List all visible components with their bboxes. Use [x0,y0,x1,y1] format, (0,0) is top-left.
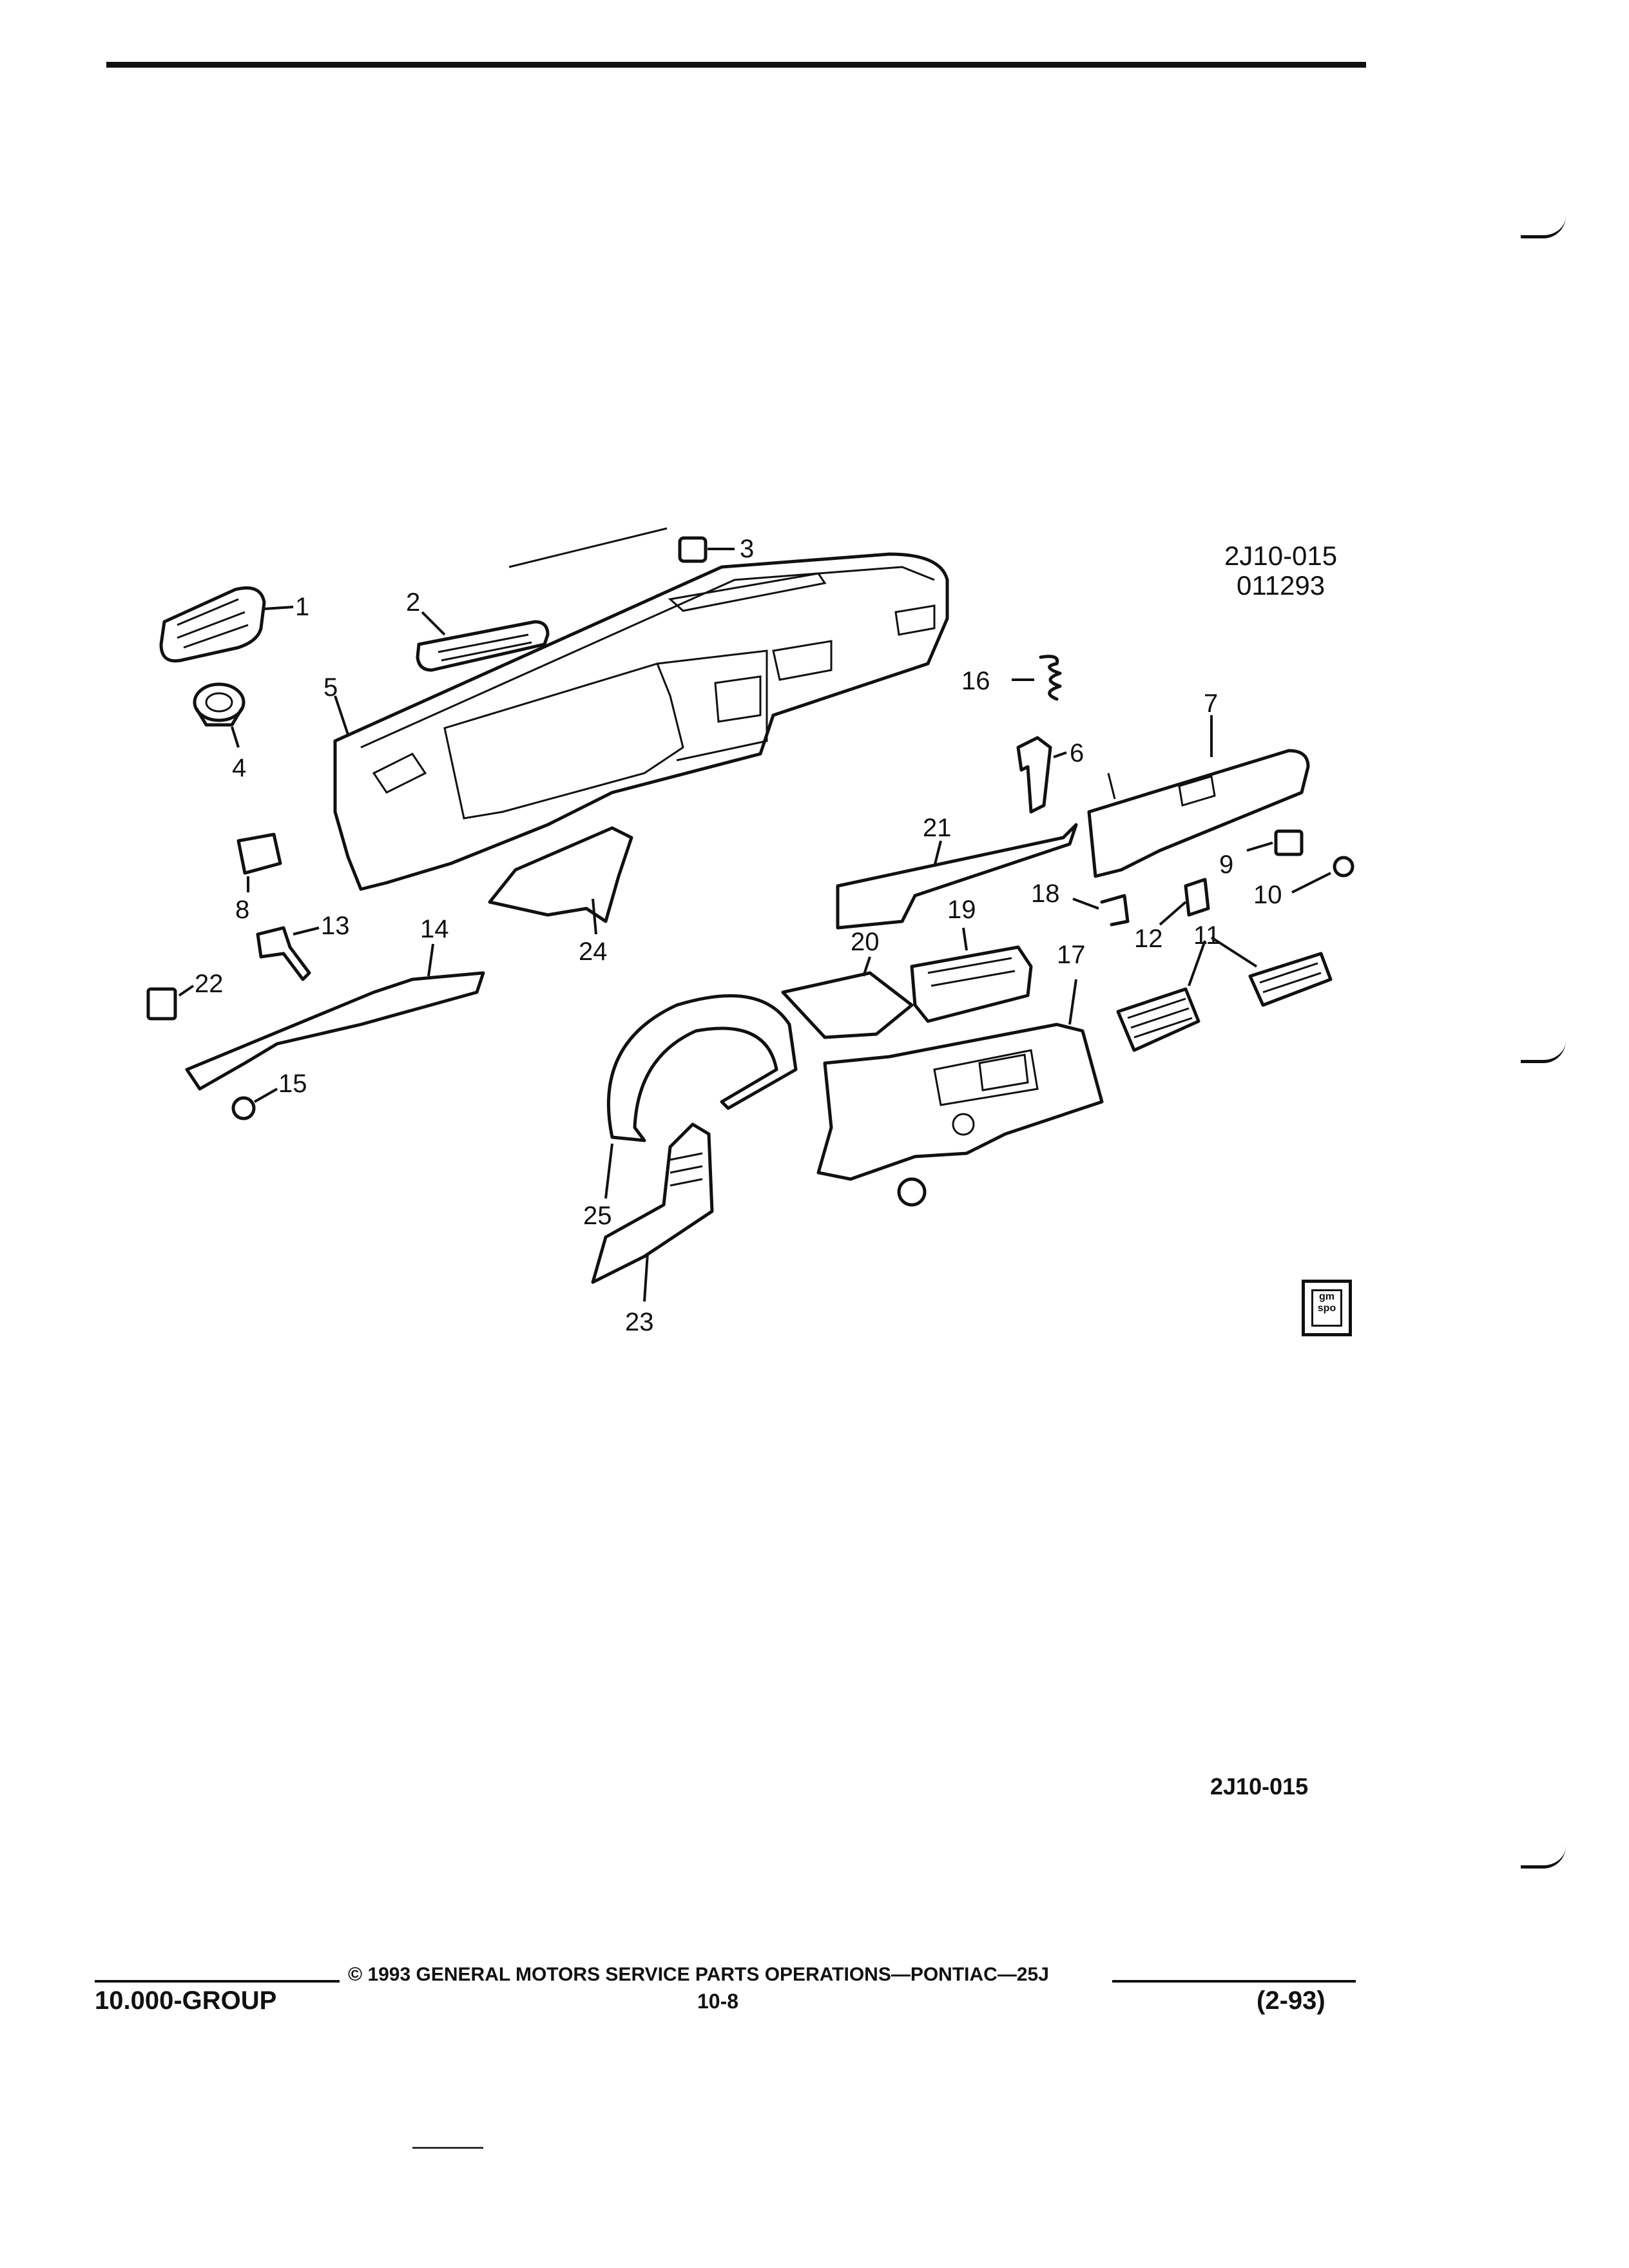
part-13-bolt [256,926,320,981]
part-4-speaker [193,682,246,748]
callout-18: 18 [1031,879,1060,908]
scan-mark [412,2147,483,2149]
callout-12: 12 [1134,925,1163,953]
logo-line2: spo [1317,1303,1336,1314]
part-5-instrument-panel [333,552,949,891]
callout-4: 4 [232,754,246,782]
gm-spo-logo-inner: gm spo [1311,1289,1342,1327]
callout-20: 20 [851,928,880,956]
callout-22: 22 [195,970,224,998]
revision-date: (2-93) [1257,1986,1325,2015]
top-rule [106,62,1366,68]
figure-id: 2J10-015 011293 [1224,541,1337,601]
callout-1: 1 [295,593,309,621]
figure-code: 2J10-015 [1210,1773,1309,1800]
part-21-reinforcement [836,823,1078,930]
part-17-trim-plate [816,979,1104,1207]
part-22-clip [146,985,195,1021]
part-14-lower-trim [185,943,485,1091]
callout-24: 24 [579,937,608,966]
footer-rule-right [1112,1980,1356,1983]
gm-spo-logo: gm spo [1302,1280,1352,1336]
callout-19: 19 [947,896,976,924]
callout-6: 6 [1070,739,1084,767]
part-2-defroster-grille [416,611,550,672]
copyright-notice: © 1993 GENERAL MOTORS SERVICE PARTS OPER… [348,1964,1049,1985]
figure-id-line2: 011293 [1237,570,1325,601]
part-3-clip [508,527,735,568]
binding-mark-middle [1521,1041,1566,1063]
part-7-glove-box [1087,715,1310,878]
callout-10: 10 [1253,881,1282,909]
callout-9: 9 [1219,850,1233,879]
part-12-fastener [1159,878,1210,926]
part-6-bracket [1016,736,1067,814]
callout-5: 5 [323,673,338,702]
part-15-nut [231,1088,278,1120]
part-20-bezel [781,956,914,1039]
part-23-vent-trim [591,1122,714,1302]
page-number: 10-8 [697,1990,739,2013]
figure-id-line1: 2J10-015 [1224,541,1338,571]
logo-line1: gm [1319,1291,1335,1302]
binding-mark-top [1521,216,1566,238]
callout-11: 11 [1193,921,1220,950]
callout-25: 25 [583,1202,612,1230]
callout-15: 15 [278,1070,307,1098]
binding-mark-bottom [1521,1846,1566,1869]
callout-8: 8 [235,896,249,924]
callout-14: 14 [420,915,449,943]
part-18-clip [1072,894,1130,927]
callout-2: 2 [406,588,420,617]
part-8-vent [236,832,282,892]
part-24-knee-bolster [488,826,633,935]
callout-7: 7 [1204,689,1218,718]
part-9-latch [1246,829,1304,856]
part-19-switch-panel [910,927,1033,1023]
callout-23: 23 [625,1308,654,1336]
group-number: 10.000-GROUP [95,1986,277,2015]
callout-17: 17 [1057,941,1086,969]
callout-13: 13 [321,912,350,940]
footer-rule-left [95,1980,340,1983]
part-25-cluster-bezel [604,994,798,1199]
callout-3: 3 [740,535,754,563]
part-1-grille [159,586,294,663]
callout-21: 21 [923,814,952,842]
part-16-spring [1012,655,1062,701]
part-10-knob [1291,856,1354,894]
part-11-air-outlets [1116,936,1333,1052]
callout-16: 16 [961,667,990,695]
